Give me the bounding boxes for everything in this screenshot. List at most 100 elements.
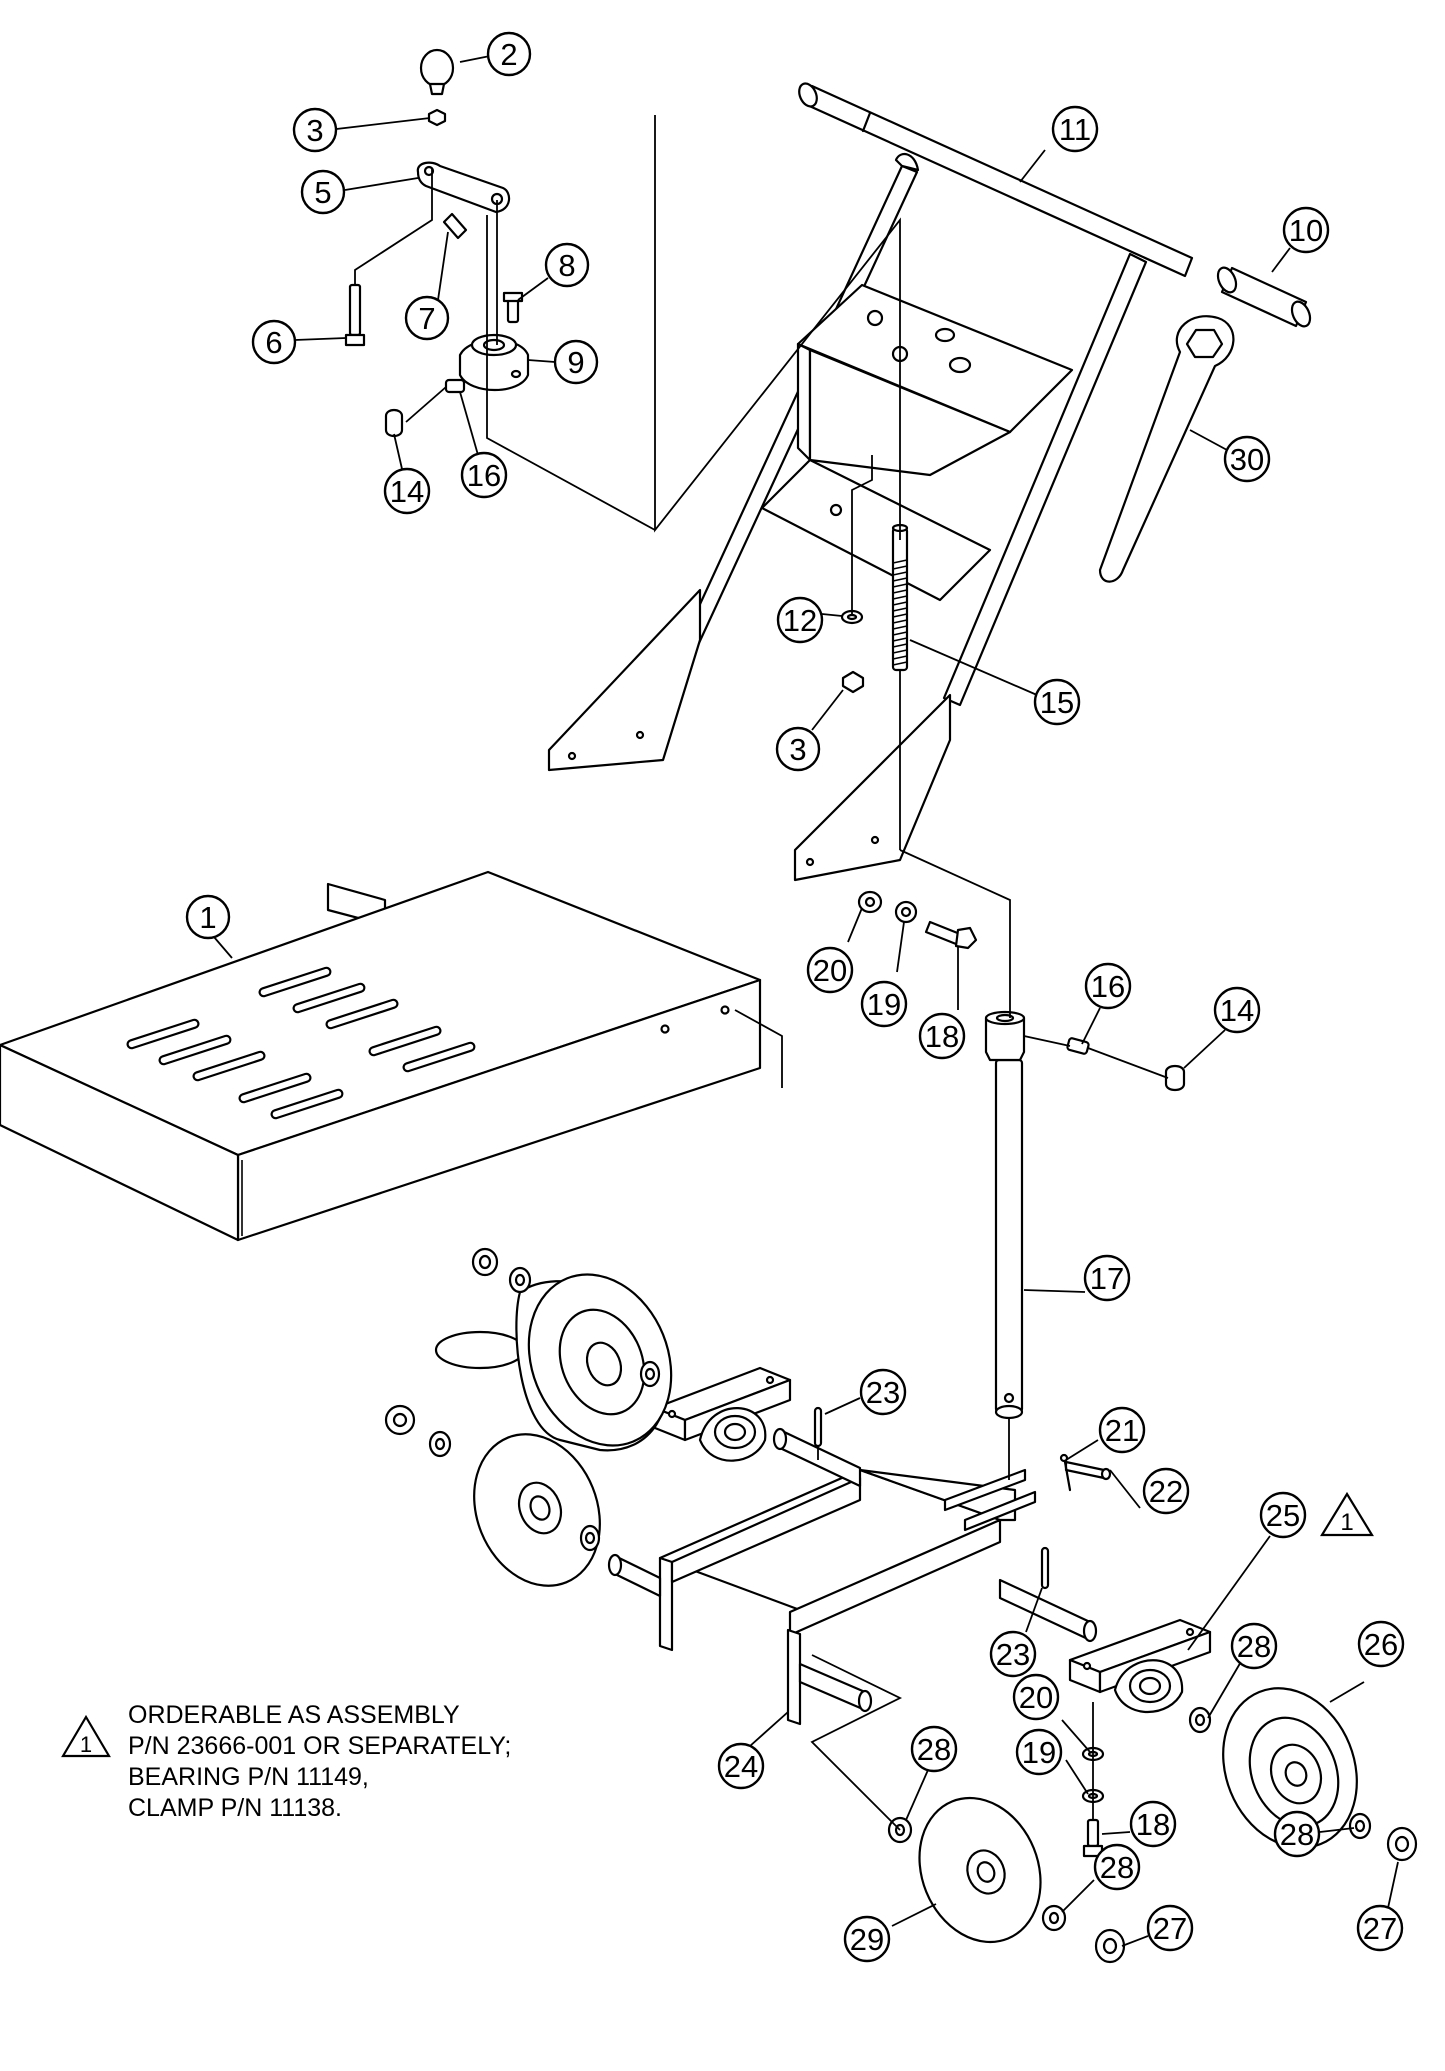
callout-11: 11 (1051, 105, 1099, 153)
note-text: ORDERABLE AS ASSEMBLY P/N 23666-001 OR S… (128, 1700, 688, 1824)
thread-mark (892, 583, 908, 588)
callout-18-lower: 18 (1129, 1800, 1177, 1848)
nut-part (841, 670, 865, 694)
callout-27-bottom: 27 (1146, 1904, 1194, 1952)
svg-text:11: 11 (1059, 112, 1091, 147)
thread-mark (892, 571, 908, 576)
assembly-lines (354, 115, 1169, 1831)
note-line-2: P/N 23666-001 OR SEPARATELY; (128, 1732, 512, 1760)
svg-text:3: 3 (789, 732, 806, 767)
wheel-29 (887, 1796, 1126, 1964)
thread-mark (892, 601, 908, 606)
control-knob-assembly (344, 48, 530, 438)
callout-3-top: 3 (292, 107, 338, 153)
callout-3-mid: 3 (775, 726, 821, 772)
grip-part (1216, 266, 1312, 328)
callout-19-mid: 19 (860, 980, 908, 1028)
thread-mark (892, 637, 908, 642)
thread-mark (892, 619, 908, 624)
svg-text:7: 7 (418, 301, 435, 336)
svg-text:14: 14 (390, 474, 424, 509)
thread-mark (892, 607, 908, 612)
thread-mark (892, 649, 908, 654)
assembly-reference-mark: 1 (1320, 1491, 1374, 1537)
callout-22: 22 (1142, 1467, 1190, 1515)
thread-mark (892, 577, 908, 582)
note-line-1: ORDERABLE AS ASSEMBLY (128, 1701, 460, 1729)
callout-20-mid: 20 (806, 946, 854, 994)
svg-text:14: 14 (1220, 993, 1254, 1028)
svg-text:27: 27 (1153, 1911, 1187, 1946)
callout-28-a: 28 (1230, 1622, 1278, 1670)
mid-fasteners (857, 890, 978, 950)
svg-text:5: 5 (314, 175, 331, 210)
svg-text:1: 1 (80, 1732, 92, 1757)
callout-15: 15 (1033, 678, 1081, 726)
washer-hole (846, 613, 858, 621)
callout-24: 24 (717, 1742, 765, 1790)
handle-frame-part (547, 82, 1194, 882)
callout-12: 12 (776, 596, 824, 644)
callout-20-lower: 20 (1012, 1673, 1060, 1721)
wheel-lower-rear (384, 1404, 601, 1587)
svg-text:18: 18 (925, 1019, 959, 1054)
svg-text:23: 23 (996, 1637, 1030, 1672)
svg-text:28: 28 (1100, 1850, 1134, 1885)
callout-6: 6 (251, 319, 297, 365)
svg-text:28: 28 (917, 1732, 951, 1767)
svg-text:1: 1 (199, 900, 216, 935)
callout-27-right: 27 (1356, 1904, 1404, 1952)
svg-text:24: 24 (724, 1749, 758, 1784)
note-line-4: CLAMP P/N 11138. (128, 1794, 343, 1822)
svg-text:12: 12 (783, 603, 817, 638)
threaded-rod-part (891, 523, 909, 672)
callout-28-c: 28 (1273, 1810, 1321, 1858)
svg-text:2: 2 (500, 37, 517, 72)
svg-text:20: 20 (1019, 1680, 1053, 1715)
thread-mark (892, 613, 908, 618)
callout-1: 1 (185, 894, 231, 940)
svg-text:18: 18 (1136, 1807, 1170, 1842)
callout-30: 30 (1223, 435, 1271, 483)
svg-text:10: 10 (1289, 213, 1323, 248)
callout-18-mid: 18 (918, 1012, 966, 1060)
wheel-upper-rear (434, 1247, 673, 1452)
callout-5: 5 (300, 169, 346, 215)
svg-text:28: 28 (1237, 1629, 1271, 1664)
svg-text:30: 30 (1230, 442, 1264, 477)
svg-text:26: 26 (1364, 1627, 1398, 1662)
svg-text:6: 6 (265, 325, 282, 360)
bearing-block-upper (653, 1366, 792, 1462)
bearing-block-lower (1068, 1618, 1212, 1713)
svg-text:16: 16 (467, 458, 501, 493)
thread-mark (892, 631, 908, 636)
callout-23-upper: 23 (859, 1368, 907, 1416)
thread-mark (892, 565, 908, 570)
svg-text:19: 19 (1022, 1735, 1056, 1770)
svg-text:27: 27 (1363, 1911, 1397, 1946)
svg-text:20: 20 (813, 953, 847, 988)
callout-7: 7 (404, 295, 450, 341)
callout-21: 21 (1098, 1406, 1146, 1454)
callout-19-lower: 19 (1015, 1728, 1063, 1776)
callout-16-top: 16 (460, 451, 508, 499)
svg-text:1: 1 (1340, 1509, 1353, 1536)
callout-28-d: 28 (1093, 1843, 1141, 1891)
svg-text:23: 23 (866, 1375, 900, 1410)
thread-mark (892, 661, 908, 666)
wheel-26 (1188, 1687, 1418, 1862)
svg-text:9: 9 (567, 345, 584, 380)
tray-part (0, 870, 762, 1242)
callout-14-mid: 14 (1213, 986, 1261, 1034)
callout-16-mid: 16 (1084, 962, 1132, 1010)
callout-2: 2 (486, 31, 532, 77)
svg-text:25: 25 (1266, 1498, 1300, 1533)
callout-8: 8 (544, 242, 590, 288)
callout-29: 29 (843, 1915, 891, 1963)
note-line-3: BEARING P/N 11149, (128, 1763, 369, 1791)
svg-text:19: 19 (867, 987, 901, 1022)
thread-mark (892, 655, 908, 660)
svg-text:29: 29 (850, 1922, 884, 1957)
note-triangle-icon: 1 (61, 1714, 111, 1758)
